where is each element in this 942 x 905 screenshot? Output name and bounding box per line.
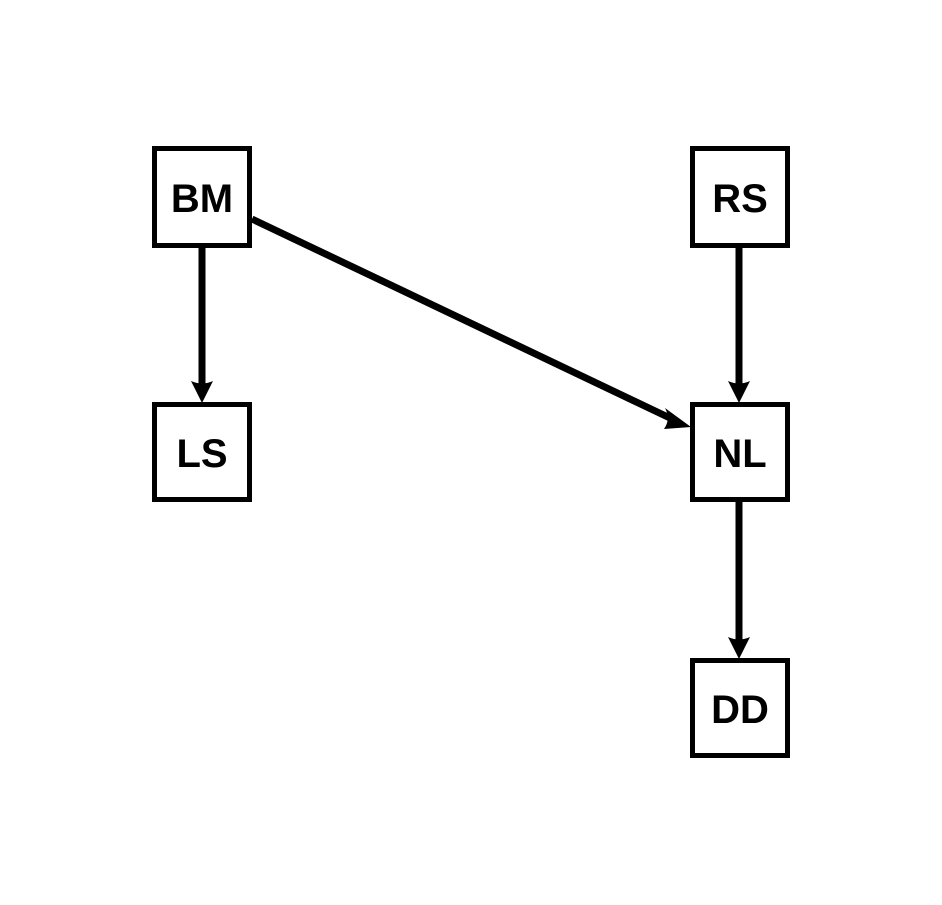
node-bm-box xyxy=(152,146,252,248)
edge-rs-to-nl-arrowhead xyxy=(728,381,750,403)
nodes-layer: BM RS LS NL DD xyxy=(152,146,790,758)
edge-bm-to-nl-arrowhead xyxy=(664,408,691,429)
edge-bm-to-ls[interactable] xyxy=(191,248,213,403)
node-bm-label: BM xyxy=(171,177,233,221)
node-rs[interactable]: RS xyxy=(690,146,790,248)
edge-bm-to-nl[interactable] xyxy=(250,215,691,429)
edges-layer xyxy=(191,215,750,659)
node-nl[interactable]: NL xyxy=(690,402,790,502)
node-ls-box xyxy=(152,402,252,502)
edge-bm-to-ls-arrowhead xyxy=(191,381,213,403)
node-ls-label: LS xyxy=(176,432,227,476)
node-ls[interactable]: LS xyxy=(152,402,252,502)
edge-nl-to-dd[interactable] xyxy=(728,502,750,659)
node-dd-label: DD xyxy=(711,688,769,732)
edge-rs-to-nl[interactable] xyxy=(728,248,750,403)
node-dd[interactable]: DD xyxy=(690,658,790,758)
node-dd-box xyxy=(690,658,790,758)
edge-bm-to-nl-line xyxy=(250,215,674,423)
node-nl-label: NL xyxy=(713,432,766,476)
edge-nl-to-dd-arrowhead xyxy=(728,637,750,659)
node-bm[interactable]: BM xyxy=(152,146,252,248)
node-rs-label: RS xyxy=(712,177,768,221)
node-rs-box xyxy=(690,146,790,248)
node-nl-box xyxy=(690,402,790,502)
